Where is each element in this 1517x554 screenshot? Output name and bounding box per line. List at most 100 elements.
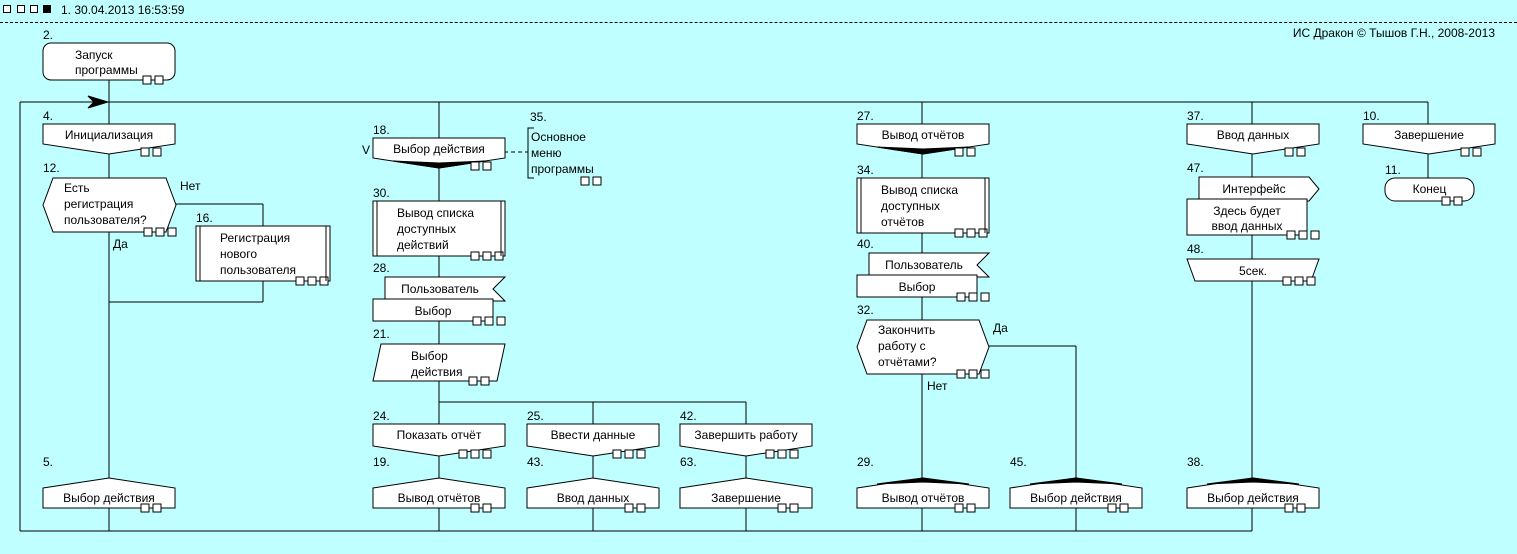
node-n45[interactable]: 45.Выбор действия [1009,455,1143,513]
port-square[interactable] [789,503,799,513]
port-square[interactable] [1296,147,1306,157]
port-square[interactable] [140,503,150,513]
port-square[interactable] [1107,503,1117,513]
port-square[interactable] [636,449,646,459]
node-n37[interactable]: 37.Ввод данных [1186,109,1320,157]
port-square[interactable] [968,292,978,302]
port-square[interactable] [978,228,988,238]
port-square[interactable] [152,503,162,513]
port-square[interactable] [1472,147,1482,157]
port-square[interactable] [789,449,799,459]
port-square[interactable] [966,147,976,157]
view-toggle-4[interactable] [43,5,51,13]
port-square[interactable] [470,449,480,459]
port-square[interactable] [624,449,634,459]
node-n38[interactable]: 38.Выбор действия [1186,455,1320,513]
port-square[interactable] [954,228,964,238]
view-toggle-2[interactable] [17,5,25,13]
node-n5[interactable]: 5.Выбор действия [42,455,176,513]
node-n27[interactable]: 27.Вывод отчётов [856,109,990,157]
port-square[interactable] [1460,147,1470,157]
port-square[interactable] [167,227,177,237]
port-square[interactable] [480,376,490,386]
port-square[interactable] [482,161,492,171]
node-n18[interactable]: 18.Выбор действия [372,123,506,171]
port-square[interactable] [636,503,646,513]
port-square[interactable] [482,503,492,513]
port-square[interactable] [1306,276,1316,286]
node-n48[interactable]: 48.5сек. [1186,242,1320,286]
port-square[interactable] [968,369,978,379]
port-square[interactable] [1441,196,1451,206]
port-square[interactable] [592,176,602,186]
port-square[interactable] [1119,503,1129,513]
view-toggle-1[interactable] [3,5,11,13]
port-square[interactable] [1282,276,1292,286]
port-square[interactable] [777,449,787,459]
port-square[interactable] [152,147,162,157]
node-n10[interactable]: 10.Завершение [1362,109,1496,157]
port-square[interactable] [470,161,480,171]
port-square[interactable] [777,503,787,513]
port-square[interactable] [954,503,964,513]
port-square[interactable] [472,316,482,326]
node-n4[interactable]: 4.Инициализация [42,109,176,157]
port-square[interactable] [1284,503,1294,513]
port-square[interactable] [496,316,506,326]
node-n24[interactable]: 24.Показать отчёт [372,409,506,459]
port-square[interactable] [470,503,480,513]
port-square[interactable] [142,75,152,85]
view-toggle-3[interactable] [30,5,38,13]
port-square[interactable] [140,147,150,157]
port-square[interactable] [484,316,494,326]
port-square[interactable] [1284,147,1294,157]
port-square[interactable] [1296,503,1306,513]
port-square[interactable] [980,369,990,379]
port-square[interactable] [580,176,590,186]
port-square[interactable] [765,449,775,459]
node-n42[interactable]: 42.Завершить работу [679,409,813,459]
port-square[interactable] [624,503,634,513]
port-square[interactable] [612,449,622,459]
port-square[interactable] [1298,230,1308,240]
port-square[interactable] [307,276,317,286]
node-n19[interactable]: 19.Вывод отчётов [372,455,506,513]
port-square[interactable] [956,369,966,379]
port-square[interactable] [155,227,165,237]
port-square[interactable] [319,276,329,286]
port-square[interactable] [1286,230,1296,240]
node-n63[interactable]: 63.Завершение [679,455,813,513]
port-square[interactable] [1294,276,1304,286]
port-square[interactable] [470,251,480,261]
port-square[interactable] [482,251,492,261]
node-n25[interactable]: 25.Ввести данные [526,409,660,459]
port-square[interactable] [143,227,153,237]
port-square[interactable] [154,75,164,85]
node-n11[interactable]: 11.Конец [1384,163,1475,206]
port-square[interactable] [1310,230,1320,240]
node-n29[interactable]: 29.Вывод отчётов [856,455,990,513]
port-square[interactable] [966,503,976,513]
port-square[interactable] [980,292,990,302]
port-square[interactable] [956,292,966,302]
port-square[interactable] [295,276,305,286]
port-square[interactable] [966,228,976,238]
port-square[interactable] [954,147,964,157]
port-square[interactable] [494,251,504,261]
port-square[interactable] [482,449,492,459]
node-n43[interactable]: 43.Ввод данных [526,455,660,513]
port-square[interactable] [468,376,478,386]
port-square[interactable] [1453,196,1463,206]
port-square[interactable] [458,449,468,459]
